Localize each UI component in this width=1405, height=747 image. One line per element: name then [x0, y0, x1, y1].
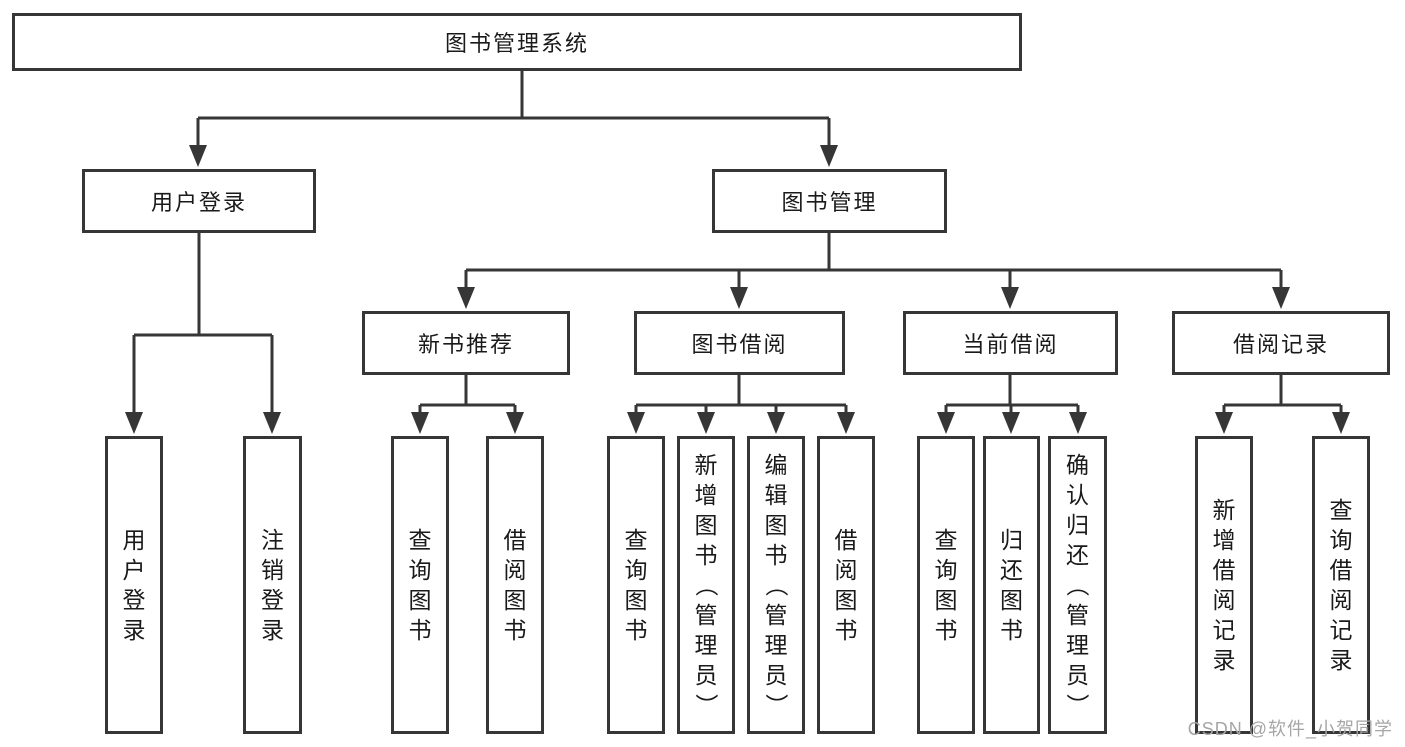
node-user-login: 用户登录: [82, 169, 316, 233]
leaf-label: 查询图书: [408, 527, 432, 643]
connector-current-borrow-to-leaves: [937, 375, 1087, 434]
connector-user-login-to-leaves: [125, 233, 281, 434]
leaf-query-borrow-record: 查询借阅记录: [1312, 436, 1370, 734]
node-book-borrow: 图书借阅: [634, 311, 845, 375]
node-book-mgmt: 图书管理: [712, 169, 947, 233]
leaf-label: 新增图书（管理员）: [693, 452, 719, 717]
leaf-label: 用户登录: [122, 527, 146, 643]
connector-borrow-records-to-leaves: [1215, 375, 1350, 434]
leaf-label: 归还图书: [1000, 527, 1023, 643]
leaf-add-borrow-record: 新增借阅记录: [1195, 436, 1253, 734]
leaf-label: 查询图书: [624, 527, 648, 643]
connector-book-borrow-to-leaves: [627, 375, 855, 434]
node-label: 图书管理: [781, 190, 878, 215]
leaf-confirm-return-admin: 确认归还（管理员）: [1048, 436, 1107, 734]
leaf-label: 查询图书: [934, 527, 958, 643]
leaf-borrow-books-1: 借阅图书: [486, 436, 544, 734]
leaf-edit-books-admin: 编辑图书（管理员）: [747, 436, 805, 734]
leaf-label: 确认归还（管理员）: [1064, 452, 1091, 717]
leaf-add-books-admin: 新增图书（管理员）: [677, 436, 735, 734]
csdn-watermark: CSDN @软件_小贺同学: [1187, 719, 1393, 739]
connector-new-books-to-leaves: [411, 375, 524, 434]
connector-book-mgmt-to-level3: [457, 233, 1290, 309]
node-label: 用户登录: [150, 190, 247, 215]
leaf-return-books: 归还图书: [983, 436, 1040, 734]
leaf-query-books-2: 查询图书: [607, 436, 665, 734]
node-system-root: 图书管理系统: [12, 13, 1022, 71]
leaf-label: 借阅图书: [503, 527, 527, 643]
leaf-borrow-books-2: 借阅图书: [817, 436, 875, 734]
node-label: 图书管理系统: [444, 31, 589, 56]
node-label: 新书推荐: [417, 332, 514, 357]
leaf-user-login: 用户登录: [105, 436, 163, 734]
leaf-label: 新增借阅记录: [1212, 497, 1236, 673]
leaf-label: 查询借阅记录: [1329, 497, 1353, 673]
leaf-logout: 注销登录: [243, 436, 302, 734]
node-borrow-records: 借阅记录: [1172, 311, 1390, 375]
leaf-label: 注销登录: [261, 527, 284, 643]
connector-root-to-level2: [189, 71, 838, 167]
node-new-books: 新书推荐: [362, 311, 570, 375]
leaf-label: 编辑图书（管理员）: [763, 452, 789, 717]
leaf-label: 借阅图书: [834, 527, 858, 643]
leaf-query-books-1: 查询图书: [391, 436, 449, 734]
node-label: 借阅记录: [1232, 332, 1329, 357]
node-label: 当前借阅: [962, 332, 1059, 357]
node-current-borrow: 当前借阅: [903, 311, 1118, 375]
leaf-query-books-3: 查询图书: [917, 436, 975, 734]
node-label: 图书借阅: [691, 332, 788, 357]
